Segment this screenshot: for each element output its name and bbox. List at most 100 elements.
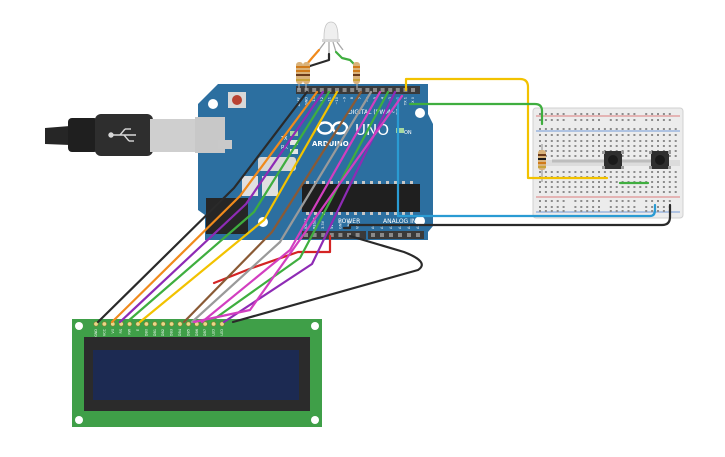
breadboard-hole[interactable]: [633, 200, 636, 202]
breadboard-hole[interactable]: [651, 134, 654, 136]
breadboard-hole[interactable]: [615, 186, 618, 188]
power-pin-holes[interactable]: [304, 233, 360, 237]
breadboard-hole[interactable]: [627, 155, 630, 157]
breadboard-hole[interactable]: [639, 186, 642, 188]
breadboard-hole[interactable]: [645, 150, 648, 152]
breadboard-hole[interactable]: [586, 181, 589, 183]
breadboard-hole[interactable]: [645, 206, 648, 208]
breadboard-hole[interactable]: [651, 140, 654, 142]
breadboard-hole[interactable]: [598, 200, 600, 202]
breadboard-hole[interactable]: [609, 145, 612, 147]
breadboard-hole[interactable]: [544, 128, 547, 130]
breadboard-hole[interactable]: [633, 155, 636, 157]
breadboard-hole[interactable]: [550, 181, 553, 183]
breadboard-hole[interactable]: [580, 200, 583, 202]
breadboard-hole[interactable]: [586, 119, 589, 121]
breadboard-hole[interactable]: [574, 119, 577, 121]
breadboard-hole[interactable]: [592, 119, 595, 121]
power-pin[interactable]: [355, 233, 360, 237]
breadboard-hole[interactable]: [580, 181, 583, 183]
breadboard-hole[interactable]: [657, 210, 659, 212]
lcd-pin[interactable]: [219, 321, 225, 327]
breadboard-hole[interactable]: [580, 186, 583, 188]
breadboard-hole[interactable]: [609, 200, 612, 202]
breadboard-hole[interactable]: [562, 206, 565, 208]
digital-pin[interactable]: [380, 88, 385, 92]
breadboard-hole[interactable]: [539, 186, 541, 188]
breadboard-hole[interactable]: [627, 200, 630, 202]
breadboard-hole[interactable]: [668, 181, 671, 183]
breadboard-hole[interactable]: [621, 171, 624, 173]
wire-led-green[interactable]: [334, 50, 358, 68]
pushbutton-1[interactable]: [602, 151, 624, 169]
breadboard-hole[interactable]: [556, 134, 559, 136]
breadboard-hole[interactable]: [609, 176, 612, 178]
breadboard-hole[interactable]: [580, 145, 583, 147]
breadboard-hole[interactable]: [645, 171, 648, 173]
breadboard-hole[interactable]: [609, 206, 612, 208]
breadboard-hole[interactable]: [621, 191, 624, 193]
wire-lcd-led[interactable]: [222, 90, 397, 324]
breadboard-hole[interactable]: [598, 134, 600, 136]
breadboard-hole[interactable]: [662, 171, 665, 173]
breadboard-hole[interactable]: [615, 145, 618, 147]
breadboard-hole[interactable]: [556, 191, 559, 193]
breadboard-hole[interactable]: [609, 186, 612, 188]
breadboard-hole[interactable]: [544, 186, 547, 188]
breadboard-hole[interactable]: [639, 176, 642, 178]
breadboard-hole[interactable]: [668, 186, 671, 188]
digital-pin[interactable]: [365, 88, 370, 92]
breadboard-hole[interactable]: [568, 150, 571, 152]
lcd-pin[interactable]: [93, 321, 99, 327]
breadboard-hole[interactable]: [674, 134, 677, 136]
breadboard-hole[interactable]: [586, 186, 589, 188]
breadboard-hole[interactable]: [544, 150, 547, 152]
breadboard-hole[interactable]: [556, 181, 559, 183]
breadboard-hole[interactable]: [556, 113, 559, 115]
breadboard-hole[interactable]: [645, 145, 648, 147]
breadboard-hole[interactable]: [651, 191, 654, 193]
breadboard-hole[interactable]: [615, 181, 618, 183]
breadboard-hole[interactable]: [574, 171, 577, 173]
breadboard-hole[interactable]: [556, 200, 559, 202]
breadboard-hole[interactable]: [645, 113, 648, 115]
pushbutton-2[interactable]: [649, 151, 671, 169]
lcd-pin[interactable]: [211, 321, 217, 327]
breadboard-hole[interactable]: [674, 171, 677, 173]
breadboard-hole[interactable]: [586, 210, 589, 212]
breadboard-hole[interactable]: [662, 206, 665, 208]
breadboard-hole[interactable]: [568, 191, 571, 193]
lcd-pin-header[interactable]: [93, 321, 225, 327]
breadboard-hole[interactable]: [574, 155, 577, 157]
breadboard-hole[interactable]: [550, 128, 553, 130]
breadboard-hole[interactable]: [550, 145, 553, 147]
breadboard-hole[interactable]: [562, 150, 565, 152]
wire-yellow-button[interactable]: [404, 77, 609, 180]
breadboard-hole[interactable]: [550, 191, 553, 193]
breadboard-hole[interactable]: [539, 206, 541, 208]
breadboard-hole[interactable]: [556, 186, 559, 188]
breadboard-hole[interactable]: [621, 134, 624, 136]
breadboard-hole[interactable]: [598, 155, 600, 157]
breadboard-hole[interactable]: [657, 145, 659, 147]
breadboard-hole[interactable]: [633, 206, 636, 208]
breadboard-hole[interactable]: [556, 145, 559, 147]
breadboard-hole[interactable]: [598, 210, 600, 212]
breadboard-hole[interactable]: [586, 134, 589, 136]
breadboard-hole[interactable]: [657, 191, 659, 193]
breadboard-hole[interactable]: [662, 181, 665, 183]
lcd-pin[interactable]: [152, 321, 158, 327]
power-pin[interactable]: [304, 233, 308, 237]
breadboard-hole[interactable]: [580, 155, 583, 157]
breadboard-hole[interactable]: [574, 134, 577, 136]
breadboard-hole[interactable]: [609, 140, 612, 142]
breadboard-hole[interactable]: [633, 191, 636, 193]
breadboard-hole[interactable]: [651, 113, 654, 115]
breadboard-hole[interactable]: [662, 134, 665, 136]
breadboard-hole[interactable]: [568, 140, 571, 142]
breadboard-hole[interactable]: [556, 150, 559, 152]
breadboard-hole[interactable]: [586, 150, 589, 152]
breadboard-hole[interactable]: [621, 210, 624, 212]
breadboard-hole[interactable]: [550, 155, 553, 157]
